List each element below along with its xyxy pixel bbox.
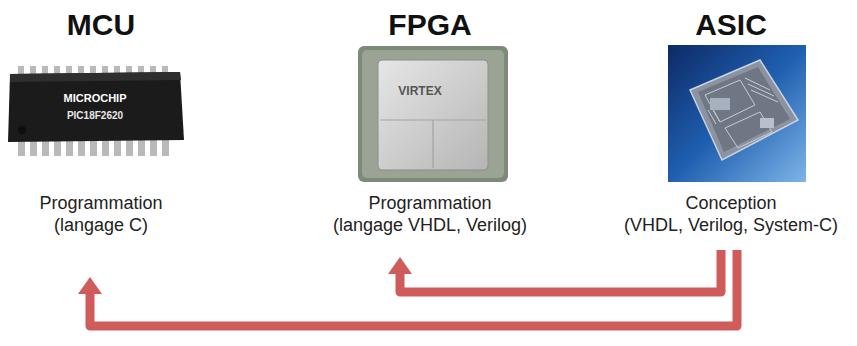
chip-column: ASIC Conception(VHDL, Verilog, System-C) xyxy=(607,5,855,250)
mcu-chip xyxy=(8,66,184,156)
arrowhead xyxy=(78,277,102,294)
chip-type-heading: FPGA xyxy=(306,8,554,42)
caption-line: Programmation xyxy=(306,192,554,214)
caption-line: (langage C) xyxy=(2,214,200,236)
flow-arrow xyxy=(388,250,721,292)
fpga-chip xyxy=(358,46,508,182)
chip-marking: VIRTEX xyxy=(398,84,441,98)
chip-column: MCU Programmation(langage C) xyxy=(2,5,200,277)
caption-line: (langage VHDL, Verilog) xyxy=(306,214,554,236)
flow-arrow xyxy=(78,250,737,326)
arrow-line xyxy=(400,250,721,292)
caption-line: Conception xyxy=(607,192,855,214)
asic-die xyxy=(668,45,806,182)
chip-type-heading: MCU xyxy=(2,8,200,42)
caption-line: (VHDL, Verilog, System-C) xyxy=(607,214,855,236)
chip-marking: MICROCHIP xyxy=(64,92,127,104)
chip-type-heading: ASIC xyxy=(607,8,855,42)
arrowhead xyxy=(388,257,412,274)
chip-column: FPGA Programmation(langage VHDL, Verilog) xyxy=(306,5,554,257)
arrow-line xyxy=(90,250,737,326)
caption-line: Programmation xyxy=(2,192,200,214)
chip-marking: PIC18F2620 xyxy=(67,110,123,121)
